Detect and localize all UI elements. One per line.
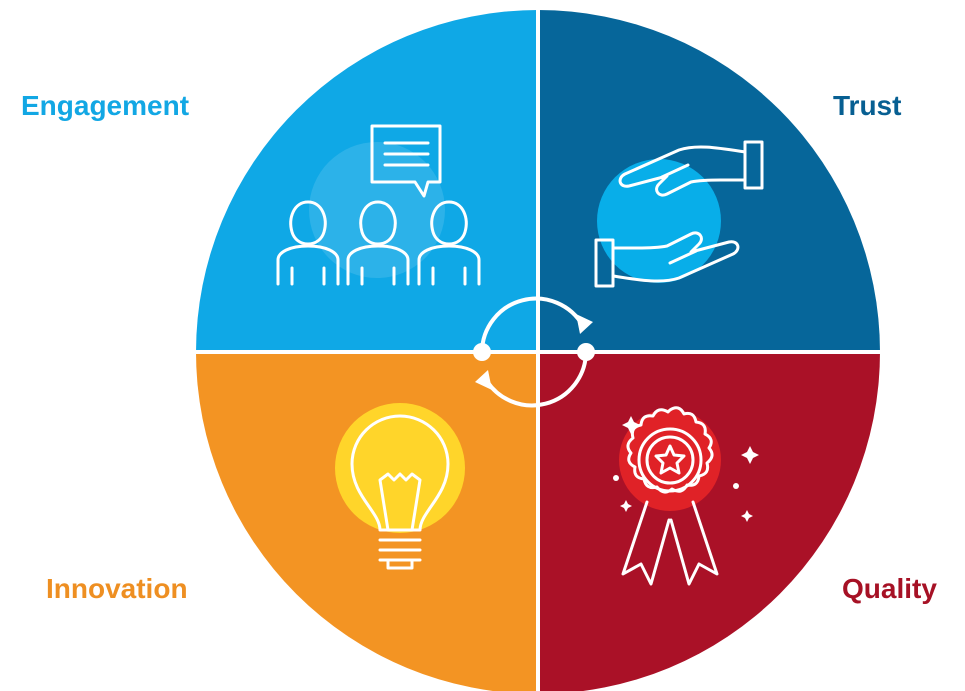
trust-quadrant	[538, 10, 880, 352]
quality-label: Quality	[842, 573, 937, 604]
handshake-hands-icon	[594, 140, 764, 288]
lightbulb-icon	[335, 403, 465, 570]
team-discussion-icon	[276, 124, 481, 286]
engagement-label: Engagement	[21, 90, 190, 121]
quadrant-dividers	[196, 8, 880, 691]
innovation-label: Innovation	[46, 573, 188, 604]
cycle-arrows-icon	[473, 296, 595, 408]
quality-quadrant	[538, 352, 880, 691]
quadrant-wheel	[196, 10, 880, 691]
trust-label: Trust	[833, 90, 902, 121]
award-ribbon-icon	[613, 406, 759, 586]
